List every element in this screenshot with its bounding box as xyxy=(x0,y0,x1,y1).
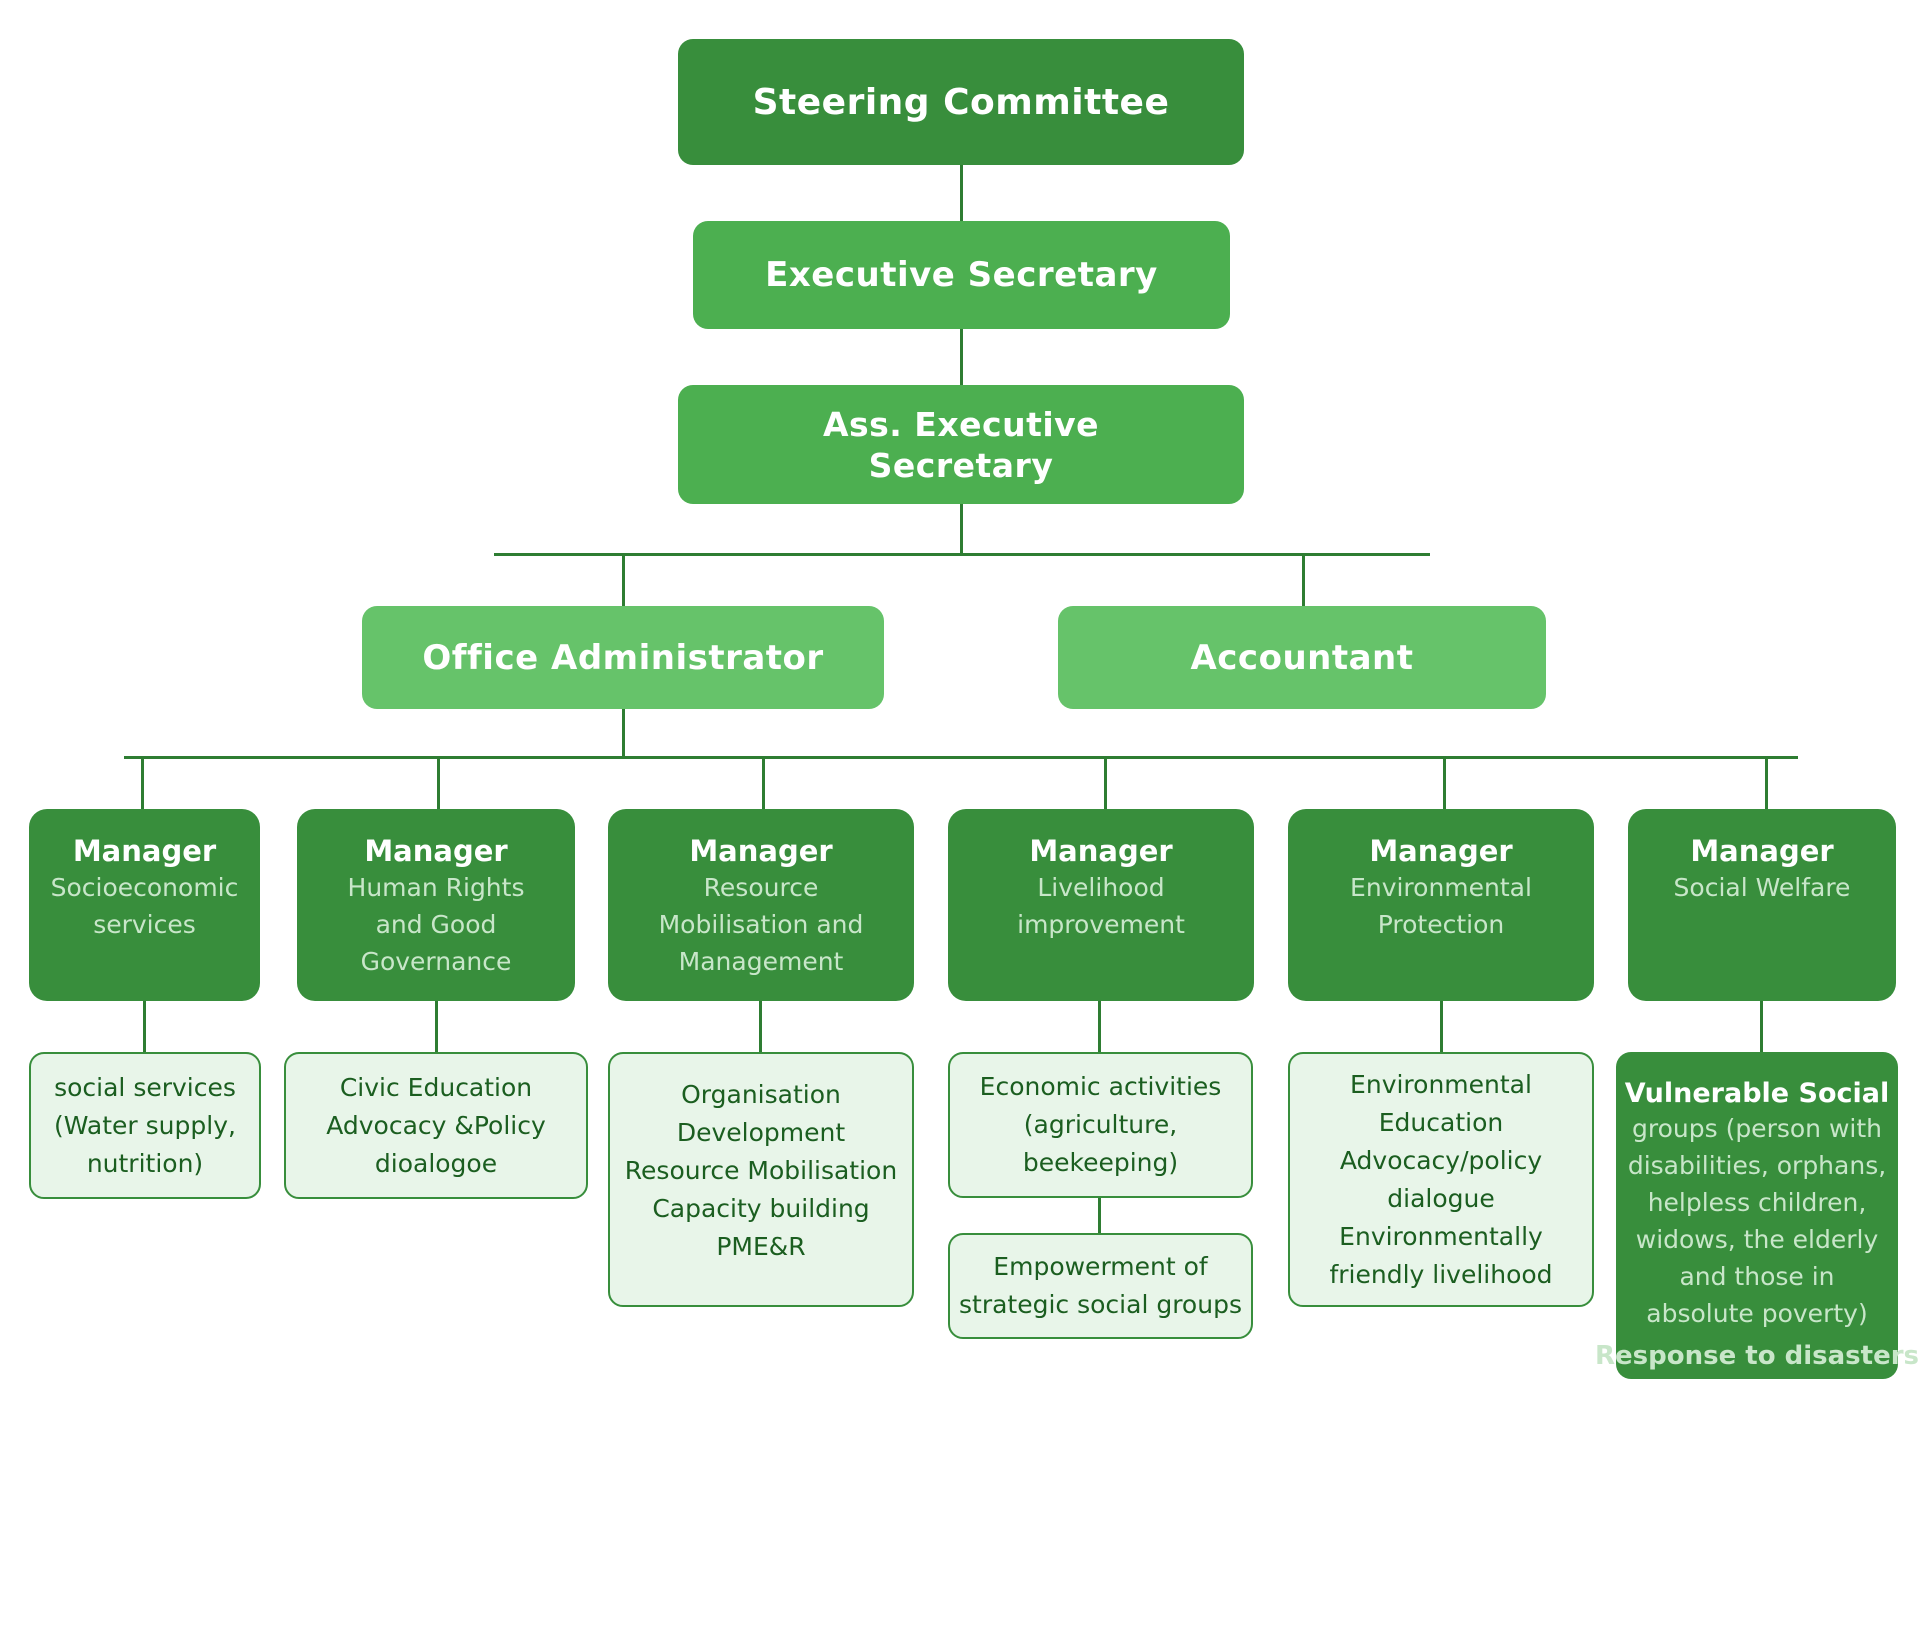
connector-admin-bar xyxy=(494,553,1430,556)
manager-title: Manager xyxy=(364,834,508,868)
manager-department-line: and Good xyxy=(375,910,497,939)
manager-department-line: Mobilisation and xyxy=(658,910,864,939)
manager-title: Manager xyxy=(1690,834,1834,868)
unit-line: Development xyxy=(676,1118,846,1147)
unit-line: (Water supply, xyxy=(54,1110,236,1140)
manager-department-line: Socioeconomic xyxy=(50,873,239,902)
connector-office-admin-down xyxy=(622,708,625,758)
manager-socioeconomic-box: Manager Socioeconomic services xyxy=(29,809,260,1001)
unit-line: absolute poverty) xyxy=(1646,1299,1868,1328)
connector-manager-4-unit xyxy=(1098,1000,1101,1052)
connector-manager-4-unit2 xyxy=(1098,1197,1101,1233)
unit-line: social services xyxy=(54,1072,236,1102)
steering-committee-label: Steering Committee xyxy=(752,81,1170,123)
steering-committee-box: Steering Committee xyxy=(678,39,1244,165)
unit-line: Environmental xyxy=(1350,1069,1532,1099)
unit-line: widows, the elderly xyxy=(1635,1225,1879,1254)
unit-line: disabilities, orphans, xyxy=(1627,1151,1887,1180)
connector-to-manager-1 xyxy=(141,756,144,809)
manager-department-line: Governance xyxy=(360,947,512,976)
connector-executive-to-assistant xyxy=(960,328,963,386)
manager-environmental-box: Manager Environmental Protection xyxy=(1288,809,1594,1001)
manager-department-line: Environmental xyxy=(1350,873,1532,902)
unit-line: Education xyxy=(1378,1107,1504,1137)
connector-to-manager-2 xyxy=(437,756,440,809)
connector-steering-to-executive xyxy=(960,164,963,222)
unit-line: dialogue xyxy=(1387,1183,1495,1213)
connector-to-manager-3 xyxy=(762,756,765,809)
unit-economic-activities-box: Economic activities (agriculture, beekee… xyxy=(948,1052,1253,1198)
office-administrator-label: Office Administrator xyxy=(422,637,824,678)
connector-to-office-administrator xyxy=(622,553,625,608)
unit-line: Resource Mobilisation xyxy=(624,1156,898,1185)
connector-to-manager-4 xyxy=(1104,756,1107,809)
executive-secretary-label: Executive Secretary xyxy=(765,255,1158,295)
connector-manager-5-unit xyxy=(1440,1000,1443,1052)
unit-line: strategic social groups xyxy=(959,1290,1242,1319)
unit-line: Civic Education xyxy=(339,1072,533,1102)
unit-line: nutrition) xyxy=(86,1148,204,1178)
manager-department-line: Resource xyxy=(703,873,819,902)
unit-environmental-education-box: Environmental Education Advocacy/policy … xyxy=(1288,1052,1594,1307)
manager-department-line: Protection xyxy=(1377,910,1505,939)
connector-to-manager-6 xyxy=(1765,756,1768,809)
manager-title: Manager xyxy=(1369,834,1513,868)
unit-civic-education-box: Civic Education Advocacy &Policy dioalog… xyxy=(284,1052,588,1199)
unit-line: dioalogoe xyxy=(374,1148,498,1178)
office-administrator-box: Office Administrator xyxy=(362,606,884,709)
executive-secretary-box: Executive Secretary xyxy=(693,221,1230,329)
unit-line: groups (person with xyxy=(1631,1114,1882,1143)
connector-manager-3-unit xyxy=(759,1000,762,1052)
unit-line: (agriculture, xyxy=(1023,1110,1178,1139)
unit-line: Advocacy &Policy xyxy=(326,1110,546,1140)
manager-title: Manager xyxy=(1029,834,1173,868)
unit-line: Capacity building xyxy=(652,1194,870,1223)
manager-resource-mobilisation-box: Manager Resource Mobilisation and Manage… xyxy=(608,809,914,1001)
accountant-label: Accountant xyxy=(1190,637,1414,678)
manager-department-line: services xyxy=(93,910,196,939)
manager-title: Manager xyxy=(689,834,833,868)
connector-manager-1-unit xyxy=(143,1000,146,1052)
manager-department-line: improvement xyxy=(1017,910,1185,939)
manager-title: Manager xyxy=(72,834,217,868)
unit-line: Organisation xyxy=(681,1080,841,1109)
unit-social-services-box: social services (Water supply, nutrition… xyxy=(29,1052,261,1199)
connector-manager-2-unit xyxy=(435,1000,438,1052)
assistant-executive-secretary-box: Ass. Executive Secretary xyxy=(678,385,1244,504)
unit-line: beekeeping) xyxy=(1022,1148,1179,1177)
unit-vulnerable-social-groups-box: Vulnerable Social groups (person with di… xyxy=(1595,1052,1919,1379)
connector-manager-6-unit xyxy=(1760,1000,1763,1052)
unit-organisation-development-box: Organisation Development Resource Mobili… xyxy=(608,1052,914,1307)
manager-livelihood-box: Manager Livelihood improvement xyxy=(948,809,1254,1001)
manager-social-welfare-box: Manager Social Welfare xyxy=(1628,809,1896,1001)
unit-line: Empowerment of xyxy=(993,1252,1208,1281)
connector-to-accountant xyxy=(1302,553,1305,608)
unit-footer: Response to disasters xyxy=(1595,1341,1919,1371)
connector-managers-bar xyxy=(124,756,1798,759)
assistant-executive-secretary-line-2: Secretary xyxy=(868,445,1054,485)
unit-line: Economic activities xyxy=(979,1072,1222,1101)
assistant-executive-secretary-line-1: Ass. Executive xyxy=(822,404,1100,444)
manager-department-line: Management xyxy=(678,947,844,976)
connector-to-manager-5 xyxy=(1443,756,1446,809)
unit-line: PME&R xyxy=(716,1232,806,1261)
connector-assistant-down xyxy=(960,503,963,556)
unit-empowerment-box: Empowerment of strategic social groups xyxy=(948,1233,1253,1339)
unit-line: helpless children, xyxy=(1647,1188,1867,1217)
manager-human-rights-box: Manager Human Rights and Good Governance xyxy=(297,809,575,1001)
unit-line: Advocacy/policy xyxy=(1339,1145,1543,1175)
unit-line: Environmentally xyxy=(1339,1221,1543,1251)
unit-line: and those in xyxy=(1679,1262,1835,1291)
manager-department-line: Livelihood xyxy=(1037,873,1165,902)
manager-department-line: Social Welfare xyxy=(1673,873,1851,902)
manager-department-line: Human Rights xyxy=(347,873,525,902)
unit-line: friendly livelihood xyxy=(1329,1259,1553,1289)
unit-heading: Vulnerable Social xyxy=(1624,1078,1890,1109)
accountant-box: Accountant xyxy=(1058,606,1546,709)
